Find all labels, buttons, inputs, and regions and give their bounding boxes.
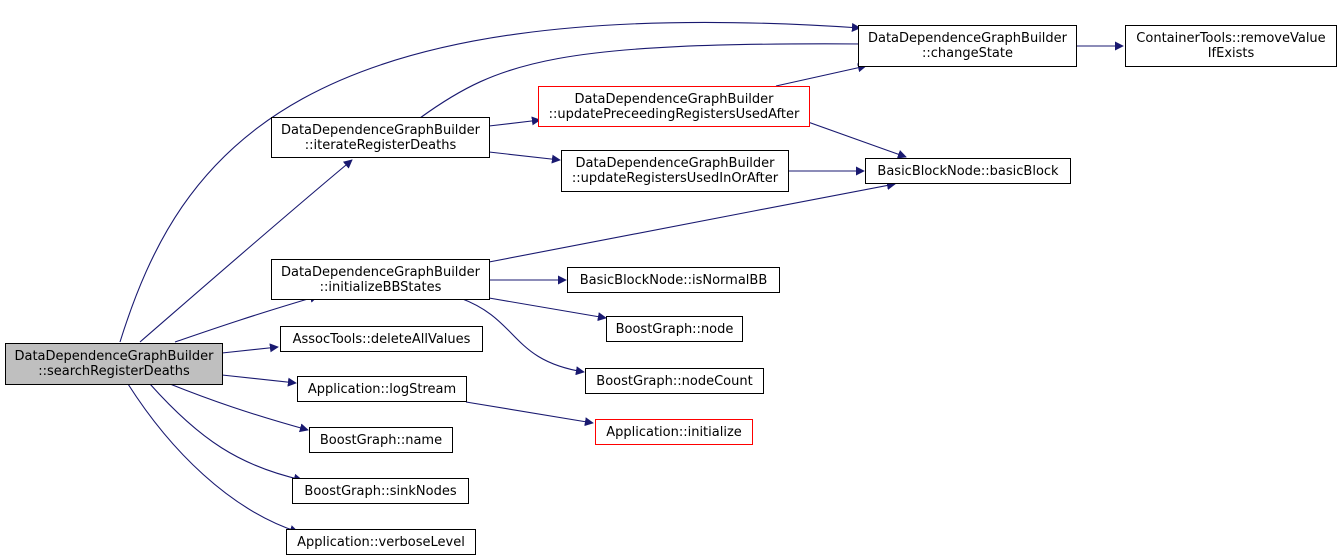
node-line: DataDependenceGraphBuilder bbox=[574, 91, 774, 107]
node-initialize-bb-states[interactable]: DataDependenceGraphBuilder ::initializeB… bbox=[271, 259, 490, 300]
node-line: IfExists bbox=[1207, 46, 1255, 61]
edge-search-name bbox=[169, 383, 309, 433]
node-remove-value-if-exists[interactable]: ContainerTools::removeValue IfExists bbox=[1125, 25, 1337, 67]
edge-search-logstream bbox=[221, 374, 297, 387]
node-update-preceeding-registers[interactable]: DataDependenceGraphBuilder ::updatePrece… bbox=[538, 86, 810, 127]
node-line: BoostGraph::name bbox=[319, 432, 443, 448]
node-line: AssocTools::deleteAllValues bbox=[292, 331, 471, 347]
edge-iterate-changestate bbox=[419, 39, 867, 119]
node-boostgraph-node[interactable]: BoostGraph::node bbox=[606, 316, 743, 342]
node-line: DataDependenceGraphBuilder bbox=[575, 156, 775, 171]
node-line: DataDependenceGraphBuilder bbox=[867, 31, 1068, 46]
node-delete-all-values[interactable]: AssocTools::deleteAllValues bbox=[280, 326, 483, 352]
node-line: BoostGraph::sinkNodes bbox=[304, 483, 457, 499]
edge-search-verbose bbox=[127, 383, 299, 534]
edge-initbb-bgnode bbox=[488, 297, 607, 322]
node-boostgraph-name[interactable]: BoostGraph::name bbox=[309, 427, 453, 453]
edge-updprec-bbblock bbox=[807, 121, 907, 159]
node-line: ::initializeBBStates bbox=[319, 279, 442, 295]
node-line: ::iterateRegisterDeaths bbox=[304, 137, 457, 153]
node-line: ::updateRegistersUsedInOrAfter bbox=[571, 171, 779, 186]
edge-search-changestate bbox=[119, 21, 861, 343]
node-node-count[interactable]: BoostGraph::nodeCount bbox=[585, 368, 764, 394]
node-line: Application::initialize bbox=[606, 424, 742, 440]
edge-iterate-updprec bbox=[488, 116, 541, 127]
edge-logstream-appinit bbox=[465, 401, 594, 427]
node-iterate-register-deaths[interactable]: DataDependenceGraphBuilder ::iterateRegi… bbox=[271, 117, 490, 158]
node-log-stream[interactable]: Application::logStream bbox=[297, 376, 467, 402]
edge-updprec-changestate bbox=[775, 63, 867, 87]
node-line: BasicBlockNode::basicBlock bbox=[877, 163, 1059, 179]
node-line: DataDependenceGraphBuilder bbox=[280, 122, 481, 138]
edge-search-sinknodes bbox=[149, 383, 303, 483]
edge-initbb-bbblock bbox=[488, 181, 896, 263]
edge-initbb-nodecount bbox=[459, 297, 585, 376]
node-change-state[interactable]: DataDependenceGraphBuilder ::changeState bbox=[858, 25, 1077, 67]
edge-search-iterate bbox=[139, 159, 353, 343]
node-line: BasicBlockNode::isNormalBB bbox=[579, 272, 768, 288]
edge-search-deleteall bbox=[221, 343, 279, 354]
node-line: Application::verboseLevel bbox=[297, 534, 465, 550]
node-verbose-level[interactable]: Application::verboseLevel bbox=[286, 529, 476, 555]
node-basic-block[interactable]: BasicBlockNode::basicBlock bbox=[865, 158, 1071, 184]
node-search-register-deaths: DataDependenceGraphBuilder ::searchRegis… bbox=[5, 343, 223, 385]
node-sink-nodes[interactable]: BoostGraph::sinkNodes bbox=[292, 478, 469, 504]
node-line: ::searchRegisterDeaths bbox=[38, 364, 190, 379]
node-line: DataDependenceGraphBuilder bbox=[14, 349, 214, 364]
edge-iterate-updinor bbox=[488, 151, 561, 164]
node-is-normal-bb[interactable]: BasicBlockNode::isNormalBB bbox=[567, 267, 780, 293]
node-application-initialize[interactable]: Application::initialize bbox=[595, 419, 753, 445]
node-line: Application::logStream bbox=[307, 381, 457, 397]
node-line: BoostGraph::nodeCount bbox=[596, 373, 753, 389]
node-line: DataDependenceGraphBuilder bbox=[280, 264, 481, 280]
node-update-registers-used-in-or-after[interactable]: DataDependenceGraphBuilder ::updateRegis… bbox=[561, 150, 789, 192]
edge-search-initbb bbox=[174, 293, 319, 343]
node-line: ContainerTools::removeValue bbox=[1136, 31, 1326, 46]
node-line: ::updatePreceedingRegistersUsedAfter bbox=[548, 106, 800, 122]
node-line: ::changeState bbox=[921, 46, 1013, 61]
node-line: BoostGraph::node bbox=[615, 321, 734, 337]
